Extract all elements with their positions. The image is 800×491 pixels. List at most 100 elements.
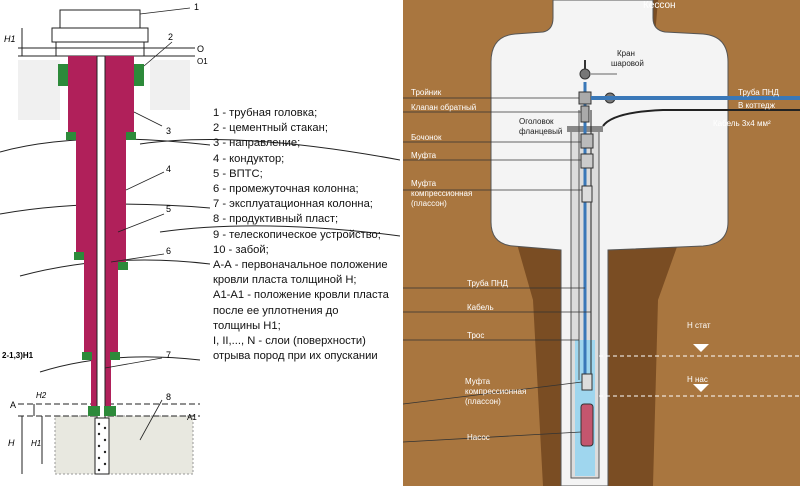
shoe-4b — [104, 406, 116, 416]
label-mufta-k2b: компрессионная — [465, 387, 526, 396]
well-construction-diagram: 1 2 3 4 5 6 7 8 H1 O O1 A A1 H2 H H1 2-1… — [0, 2, 401, 475]
perforation-dots — [97, 422, 107, 472]
label-1: 1 — [194, 2, 199, 12]
label-kabel-top: Кабель 3х4 мм² — [713, 119, 771, 128]
ground-hatch-left — [18, 60, 60, 120]
casing-intermediate-right — [111, 56, 118, 356]
callout-1 — [139, 7, 191, 15]
caisson-panel: Кессон — [402, 0, 800, 487]
legend-item: А1-А1 - положение кровли пласта — [213, 289, 389, 302]
label-6: 6 — [166, 246, 171, 256]
layer-arc-3 — [159, 225, 401, 237]
callout-nasos — [402, 431, 582, 443]
label-h1-top: H1 — [4, 34, 16, 44]
ball-valve — [579, 68, 591, 80]
tubing — [96, 55, 106, 437]
label-side: 2-1,3)H1 — [2, 351, 34, 360]
label-mufta: Муфта — [411, 151, 437, 160]
coupling — [580, 153, 594, 169]
label-v-kottedzh: В коттедж — [738, 101, 776, 110]
legend-item: 2 - цементный стакан; — [213, 122, 328, 135]
callout-3 — [133, 111, 163, 127]
well-construction-panel: 1 2 3 4 5 6 7 8 H1 O O1 A A1 H2 H H1 2-1… — [0, 0, 401, 486]
label-h: H — [8, 438, 15, 448]
callout-5 — [117, 213, 165, 233]
casing-direction-left — [68, 56, 76, 136]
legend-item: после ее уплотнения до — [213, 304, 339, 317]
label-8: 8 — [166, 392, 171, 402]
legend-item: 8 - продуктивный пласт; — [213, 213, 339, 226]
label-kran: Кран — [617, 49, 635, 58]
legend-item: А-А - первоначальное положение — [213, 259, 388, 272]
legend: 1 - трубная головка; 2 - цементный стака… — [213, 106, 401, 364]
callout-mufta-k2 — [402, 381, 583, 405]
tube-head-base — [55, 41, 145, 57]
label-5: 5 — [166, 204, 171, 214]
label-mufta-k1c: (плассон) — [411, 199, 447, 208]
compression-coupling-2 — [581, 373, 593, 391]
cable-to-house — [602, 109, 800, 127]
shoe-3b — [110, 352, 120, 360]
label-a: A — [10, 400, 16, 410]
caisson-diagram: Кессон — [402, 0, 800, 487]
label-3: 3 — [166, 126, 171, 136]
pump — [580, 403, 594, 447]
label-mufta-k2c: (плассон) — [465, 397, 501, 406]
legend-item: 10 - забой; — [213, 243, 269, 256]
legend-item: 1 - трубная головка; — [213, 107, 318, 119]
legend-item: кровли пласта толщиной Н; — [213, 274, 357, 287]
callout-4 — [125, 171, 165, 191]
shoe-2b — [118, 262, 128, 270]
tube-head-flange — [51, 27, 149, 43]
barrel — [580, 133, 594, 149]
casing-production-right — [105, 56, 111, 416]
callout-7 — [104, 357, 163, 369]
label-kabel: Кабель — [467, 303, 494, 312]
label-mufta-k2: Муфта — [465, 377, 491, 386]
label-truba-pnd: Труба ПНД — [738, 88, 779, 97]
shoe-1b — [126, 132, 136, 140]
casing-production-left — [91, 56, 97, 416]
label-kran2: шаровой — [611, 59, 644, 68]
label-o1: O1 — [197, 57, 208, 66]
label-tros: Трос — [467, 331, 484, 340]
legend-item: отрыва пород при их опускании — [213, 350, 378, 363]
telescopic-device — [94, 417, 110, 475]
label-mufta-k1: Муфта — [411, 179, 437, 188]
legend-item: 7 - эксплуатационная колонна; — [213, 198, 373, 211]
legend-item: толщины Н1; — [213, 319, 281, 332]
legend-item: I, II,..., N - слои (поверхности) — [213, 335, 366, 348]
label-h-nas: Н нас — [687, 375, 708, 384]
casing-conductor-left — [76, 56, 84, 256]
label-a1: A1 — [187, 413, 197, 422]
label-ogolovok: Оголовок — [519, 117, 554, 126]
tee-fitting — [578, 91, 592, 105]
static-level-marker — [693, 344, 709, 352]
caisson-title: Кессон — [643, 0, 676, 11]
compression-coupling-1 — [581, 185, 593, 203]
label-troinik: Тройник — [411, 88, 442, 97]
label-h-low: H1 — [31, 439, 41, 448]
label-2: 2 — [168, 32, 173, 42]
label-ogolovok2: фланцевый — [519, 127, 562, 136]
layer-arc-1b — [139, 139, 401, 161]
shoe-3 — [82, 352, 92, 360]
label-klapan: Клапан обратный — [411, 103, 476, 112]
dynamic-level-marker — [693, 384, 709, 392]
shoe-4 — [88, 406, 100, 416]
legend-item: 6 - промежуточная колонна; — [213, 183, 359, 196]
label-h-stat: Н стат — [687, 321, 711, 330]
legend-item: 9 - телескопическое устройство; — [213, 228, 381, 241]
legend-item: 4 - кондуктор; — [213, 152, 285, 165]
callout-2 — [143, 41, 173, 67]
shoe-2 — [74, 252, 84, 260]
label-truba-pnd2: Труба ПНД — [467, 279, 508, 288]
tube-head-top — [59, 9, 141, 29]
label-mufta-k1b: компрессионная — [411, 189, 472, 198]
check-valve — [580, 105, 590, 123]
productive-layer — [54, 415, 194, 475]
label-nasos: Насос — [467, 433, 490, 442]
legend-item: 3 - направление; — [213, 137, 301, 150]
label-bochonok: Бочонок — [411, 133, 442, 142]
casing-intermediate-left — [84, 56, 91, 356]
